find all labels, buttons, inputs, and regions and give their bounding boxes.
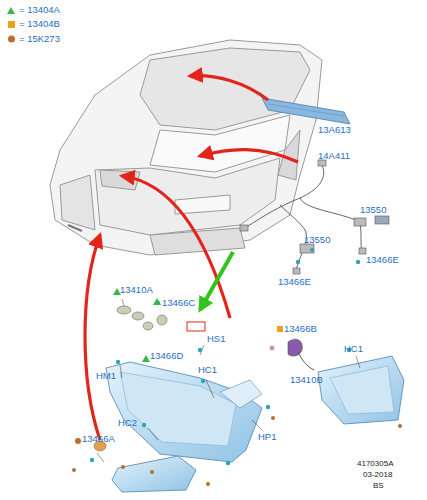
drawing-note: 4170305A (357, 459, 393, 469)
part-number: 13466C (162, 297, 195, 308)
part-number: HC1 (344, 343, 363, 354)
legend-text: = 13404A (19, 4, 60, 15)
drawing-note: 03-2018 (363, 470, 392, 480)
part-number: 13410A (120, 284, 153, 295)
part-number: 13466A (82, 433, 115, 444)
part-number: HC1 (198, 364, 217, 375)
part-number: 14A411 (318, 150, 350, 161)
part-number: HP1 (258, 431, 276, 442)
part-number: 13A613 (318, 124, 351, 135)
part-number: 13466E (278, 276, 311, 287)
part-number: 13410B (290, 374, 323, 385)
legend-text: = 13404B (19, 18, 60, 29)
part-number: 13466B (284, 323, 317, 334)
part-number: HC2 (118, 417, 137, 428)
legend-text: = 15K273 (19, 33, 60, 44)
part-number: 13550 (360, 204, 386, 215)
part-number: 13466E (366, 254, 399, 265)
part-number: HM1 (96, 370, 116, 381)
part-number: 13550 (304, 234, 330, 245)
part-number: 13466D (150, 350, 183, 361)
part-number: HS1 (207, 333, 225, 344)
drawing-note: BS (373, 481, 384, 491)
